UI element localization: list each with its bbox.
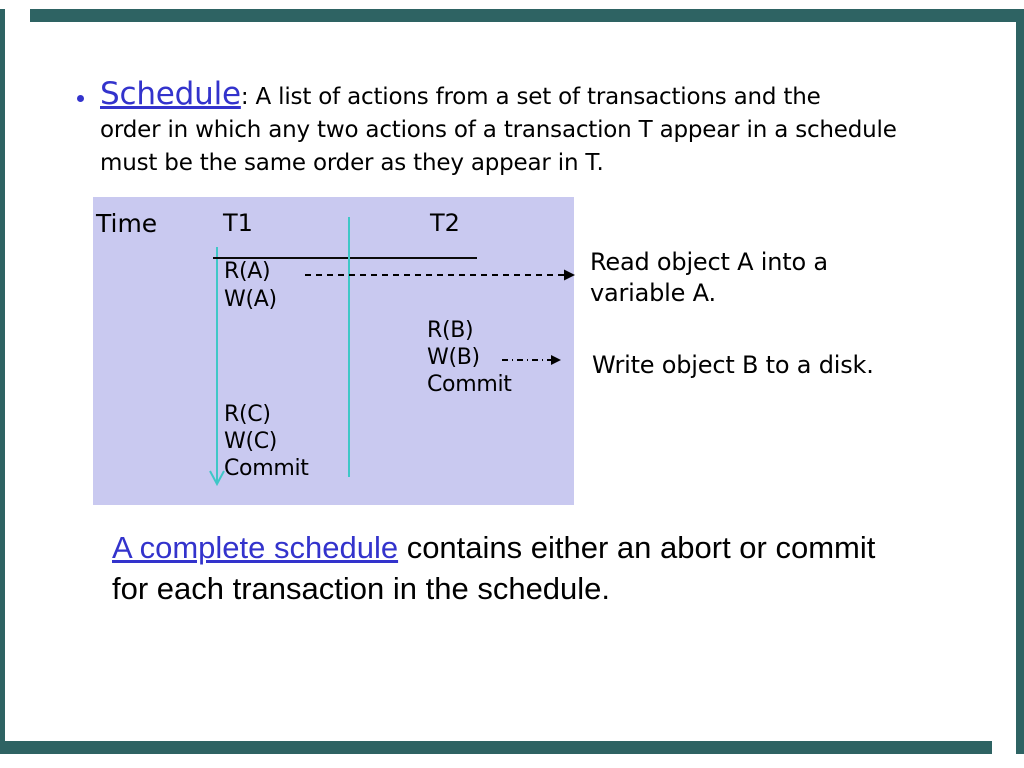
time-axis-label: Time (96, 209, 158, 238)
action-line: W(C) (224, 429, 278, 454)
t1-actions-bottom: R(C) W(C) Commit (224, 401, 309, 482)
schedule-diagram-box: Time T1 T2 R(A) W(A) R(B) W(B) Commit R(… (93, 197, 574, 505)
action-line: R(A) (224, 259, 271, 284)
schedule-term: Schedule (100, 76, 241, 112)
frame-bottom-bar (0, 741, 992, 754)
read-annotation: Read object A into a variable A. (590, 248, 828, 307)
t2-actions: R(B) W(B) Commit (427, 317, 512, 398)
transaction-t1-header: T1 (223, 209, 253, 237)
frame-right-bar (1016, 9, 1024, 754)
frame-top-bar (30, 9, 1024, 22)
complete-schedule-paragraph: A complete schedule contains either an a… (112, 527, 892, 609)
action-line: Commit (224, 456, 309, 481)
write-annotation-arrow (502, 355, 561, 365)
definition-line2: order in which any two actions of a tran… (100, 117, 897, 143)
frame-left-bar (0, 9, 5, 754)
schedule-definition-paragraph: Schedule: A list of actions from a set o… (100, 78, 970, 180)
time-axis-arrow (209, 247, 225, 487)
column-divider-line (348, 217, 350, 477)
action-line: R(C) (224, 402, 271, 427)
action-line: R(B) (427, 318, 474, 343)
write-annotation: Write object B to a disk. (592, 351, 874, 379)
action-line: W(B) (427, 345, 480, 370)
transaction-header-underline (213, 257, 477, 259)
complete-schedule-text: contains either an abort or commit for e… (112, 530, 876, 606)
read-annotation-arrow (305, 269, 575, 281)
complete-schedule-term: A complete schedule (112, 530, 399, 565)
action-line: W(A) (224, 287, 277, 312)
definition-line3: must be the same order as they appear in… (100, 150, 604, 176)
action-line: Commit (427, 372, 512, 397)
transaction-t2-header: T2 (430, 209, 460, 237)
definition-line1: : A list of actions from a set of transa… (240, 84, 821, 110)
t1-actions-top: R(A) W(A) (224, 258, 277, 314)
bullet-icon (77, 95, 84, 102)
